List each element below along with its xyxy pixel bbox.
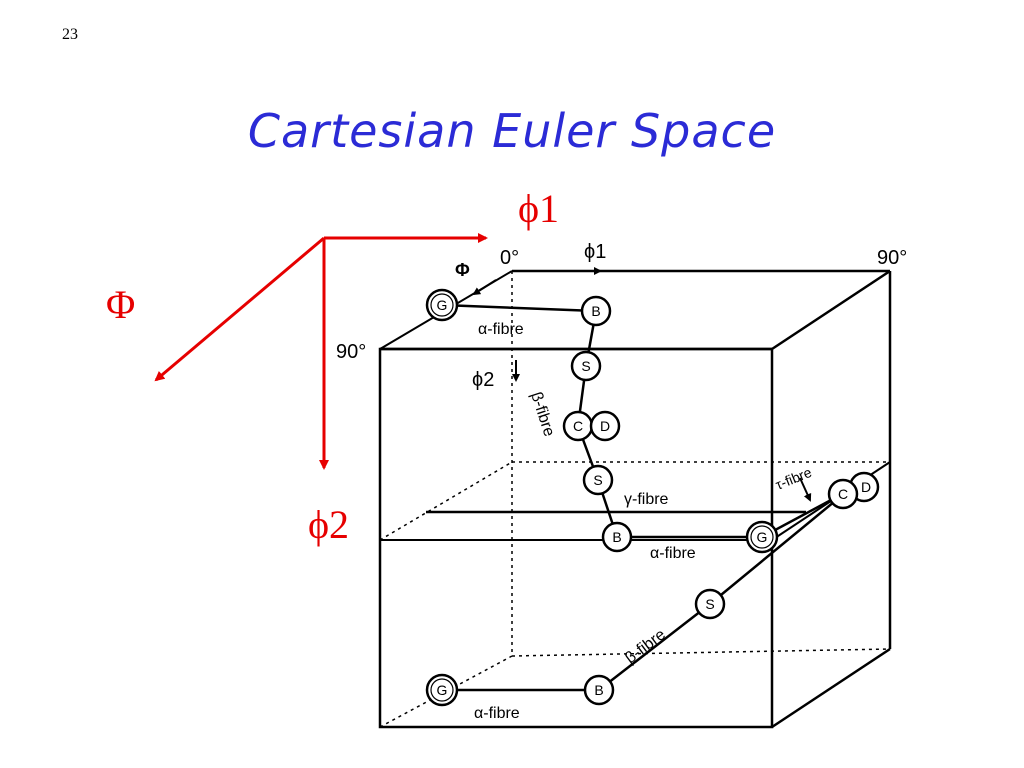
diagram-axis-arrows (472, 267, 812, 502)
svg-text:G: G (757, 529, 768, 545)
alpha-fibre-middle-label: α-fibre (650, 545, 696, 562)
diagram-phi2-label: ϕ2 (472, 369, 494, 391)
node-g-top: G (425, 288, 459, 322)
svg-text:B: B (612, 529, 621, 545)
node-s-lower: S (582, 464, 614, 496)
node-b-top: B (580, 295, 612, 327)
corner-label-ninety-left: 90° (336, 341, 366, 363)
svg-text:G: G (437, 682, 448, 698)
node-c-middle: C (562, 410, 594, 442)
node-b-middle: B (601, 521, 633, 553)
big-phi-axis-label: Φ (106, 282, 135, 327)
phi1-axis-label: ϕ1 (518, 186, 559, 231)
alpha-fibre-top-label: α-fibre (478, 321, 524, 338)
diagram-big-phi-label: Φ (455, 260, 470, 280)
svg-text:B: B (594, 682, 603, 698)
node-c-right: C (827, 478, 859, 510)
node-g-middle: G (745, 520, 779, 554)
svg-text:S: S (705, 596, 714, 612)
svg-text:D: D (861, 479, 871, 495)
svg-text:D: D (600, 418, 610, 434)
corner-label-ninety-top-right: 90° (877, 247, 907, 269)
beta-fibre-bottom-label: β-fibre (622, 626, 669, 667)
diagram-phi1-label: ϕ1 (584, 241, 606, 263)
page-number: 23 (62, 26, 78, 43)
phi2-axis-label: ϕ2 (308, 502, 349, 547)
big-phi-arrow (154, 236, 325, 382)
svg-text:C: C (838, 486, 848, 502)
alpha-fibre-bottom-label: α-fibre (474, 705, 520, 722)
node-d-middle: D (589, 410, 621, 442)
beta-fibre-vertical-label: β-fibre (527, 390, 557, 439)
svg-text:G: G (437, 297, 448, 313)
corner-label-zero: 0° (500, 247, 519, 269)
tau-fibre-label: τ-fibre (773, 464, 814, 493)
slide-title: Cartesian Euler Space (247, 104, 777, 158)
node-g-bottom: G (425, 673, 459, 707)
node-s-bottom: S (694, 588, 726, 620)
axis-arrows (154, 233, 488, 470)
svg-text:B: B (591, 303, 600, 319)
svg-text:S: S (593, 472, 602, 488)
svg-text:S: S (581, 358, 590, 374)
node-b-bottom: B (583, 674, 615, 706)
node-s-upper: S (570, 350, 602, 382)
svg-text:C: C (573, 418, 583, 434)
gamma-fibre-label: γ-fibre (624, 491, 669, 508)
